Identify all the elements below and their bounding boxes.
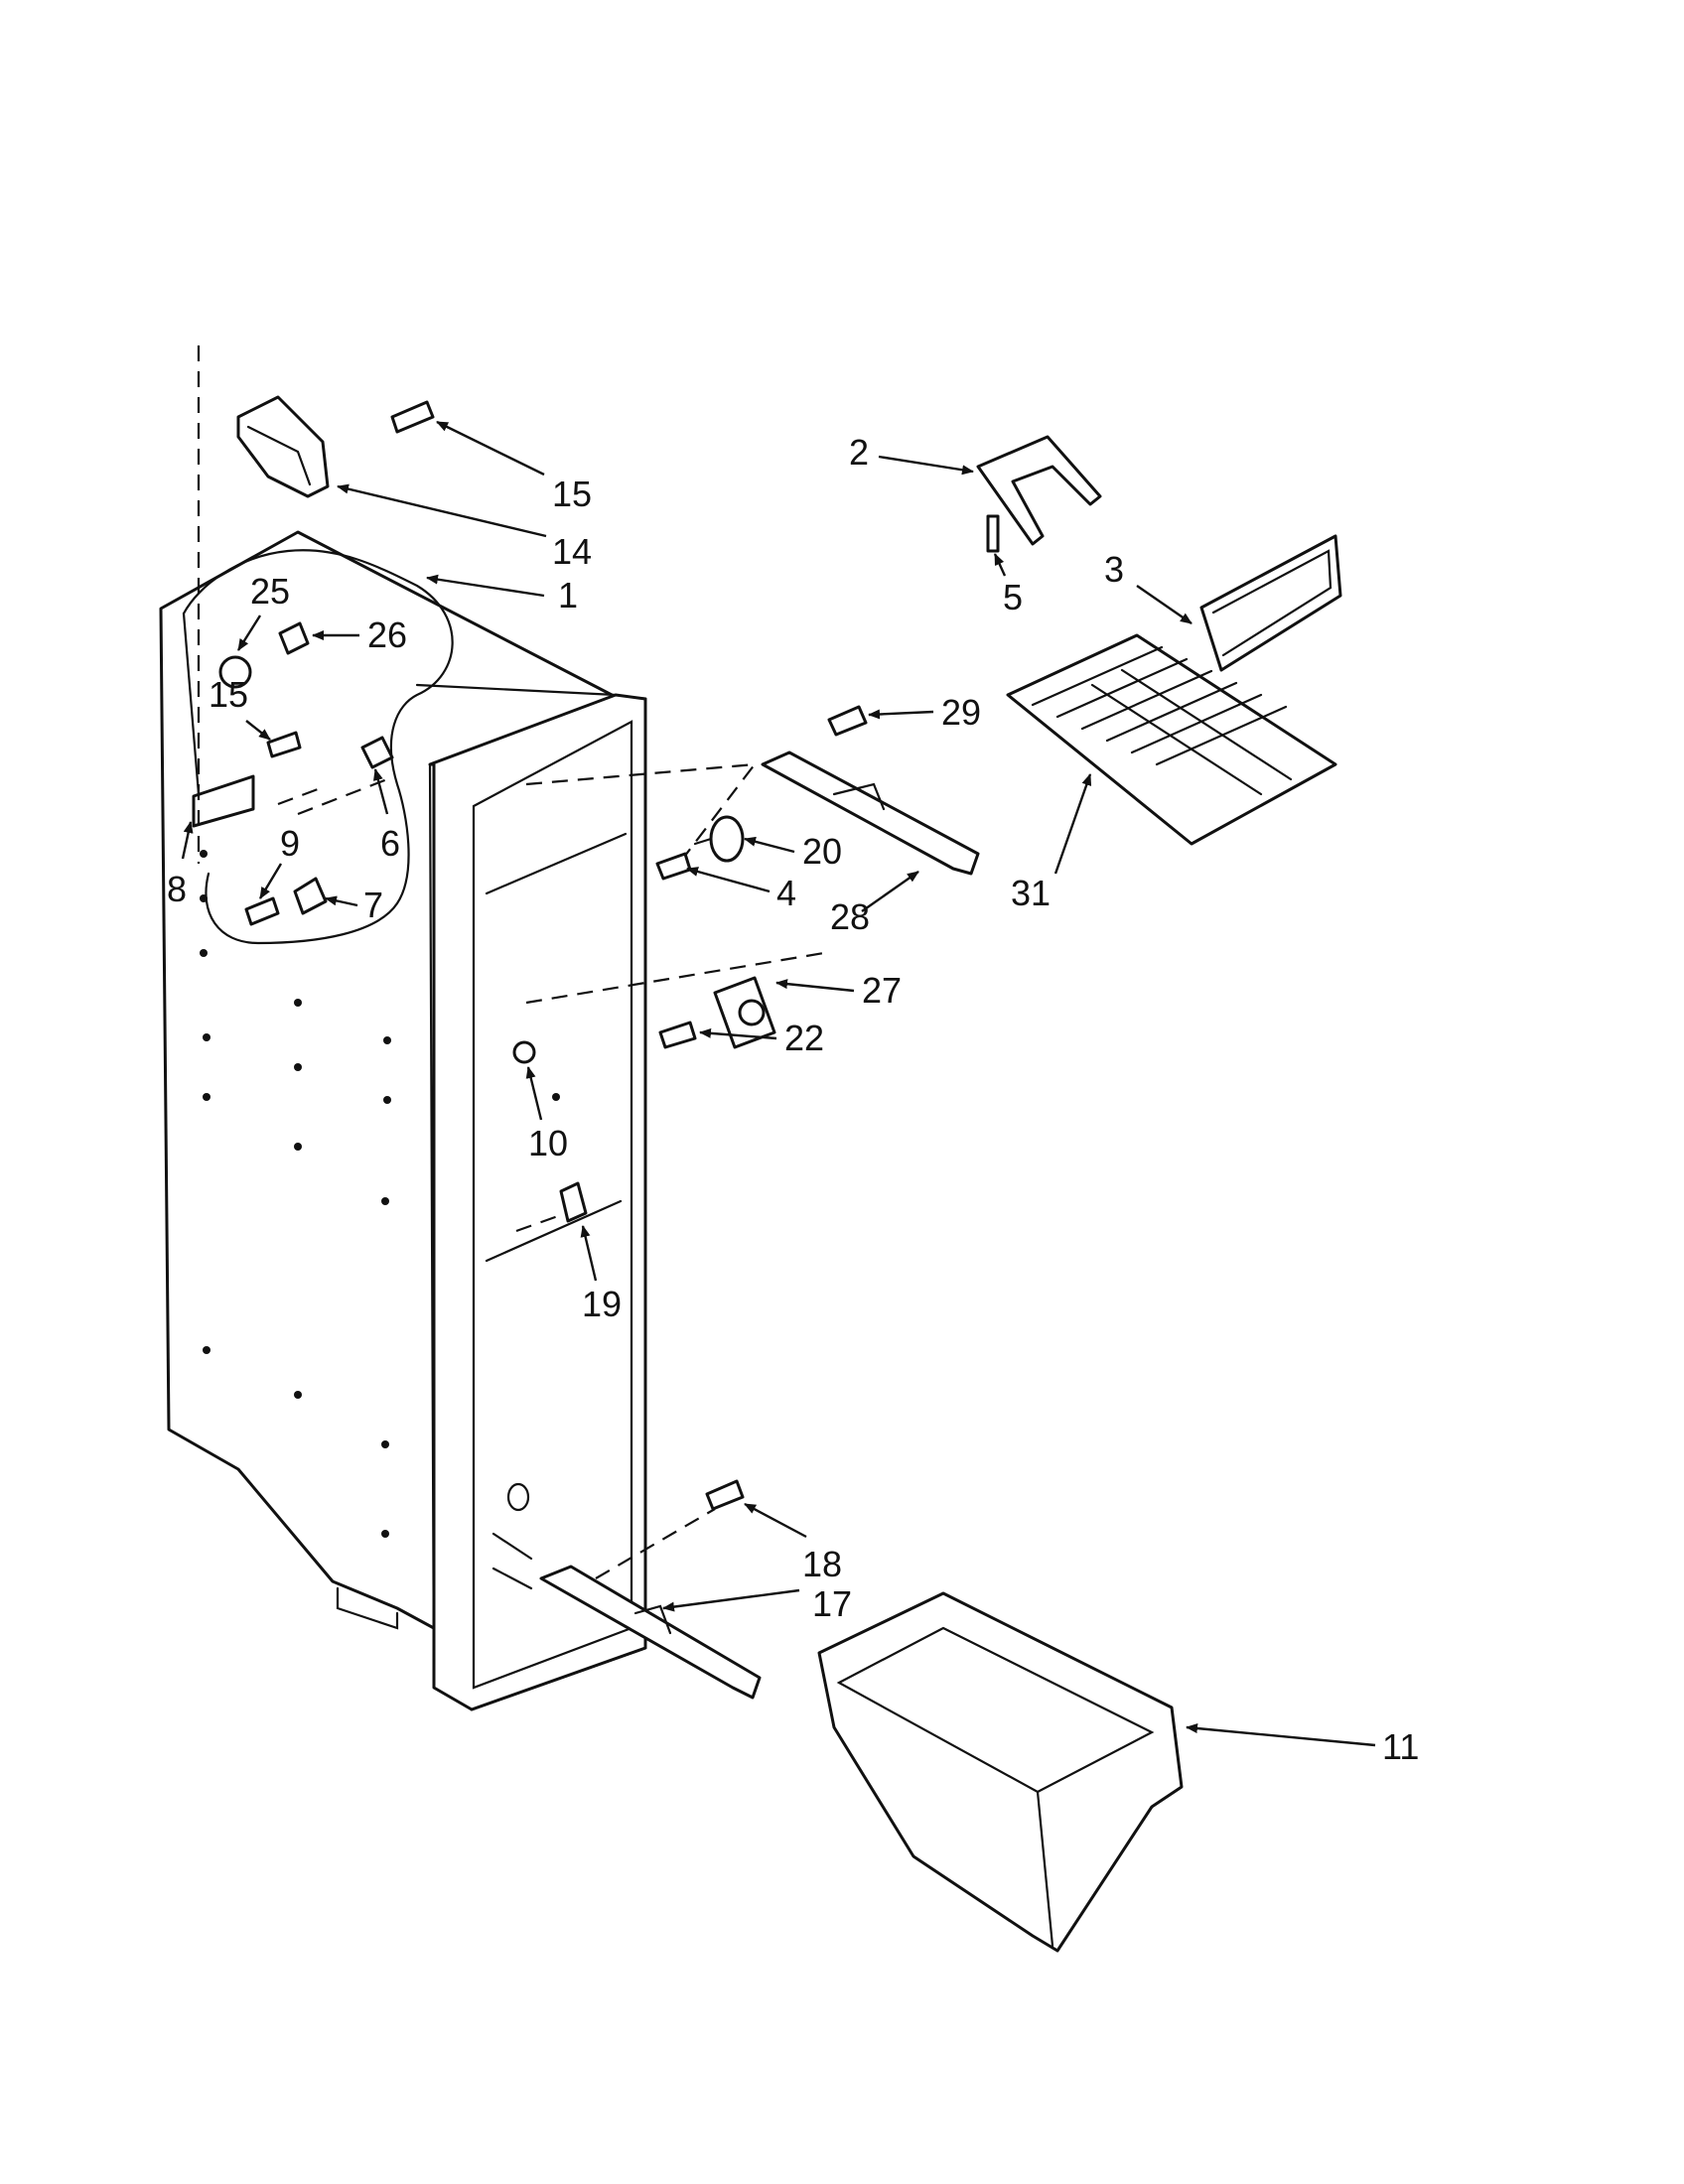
callout-8: 8 <box>167 869 187 909</box>
freezer-liner <box>159 530 647 1711</box>
light-socket <box>278 621 310 655</box>
shelf-front-panel <box>1199 534 1342 672</box>
wire-shelf <box>1006 633 1337 846</box>
ice-bin <box>817 1591 1184 1953</box>
callout-1: 1 <box>558 575 578 615</box>
callout-7: 7 <box>363 885 383 925</box>
lower-support-screw <box>705 1479 745 1511</box>
light-switch <box>360 736 394 769</box>
door-cam <box>693 815 745 863</box>
callout-17: 17 <box>812 1583 852 1624</box>
light-bulb <box>218 655 252 689</box>
hinge-screw <box>658 1021 697 1049</box>
callout-6: 6 <box>380 823 400 864</box>
callout-5: 5 <box>1003 577 1023 617</box>
callout-3: 3 <box>1104 549 1124 590</box>
callout-31: 31 <box>1011 873 1051 913</box>
shelf-support <box>761 751 980 876</box>
callout-28: 28 <box>830 896 870 937</box>
lower-shelf-support <box>539 1565 762 1700</box>
callout-19: 19 <box>582 1284 622 1324</box>
light-shield <box>192 774 255 828</box>
callout-15: 15 <box>552 474 592 514</box>
callout-14: 14 <box>552 531 592 572</box>
mounting-holes <box>200 850 560 1538</box>
screw-thermostat <box>244 896 280 926</box>
upper-door-bracket <box>976 435 1102 546</box>
cam-10 <box>512 1040 536 1064</box>
callout-10: 10 <box>528 1123 568 1163</box>
light-switch-19 <box>559 1181 588 1223</box>
screw-light <box>266 731 302 758</box>
callout-2: 2 <box>849 432 869 473</box>
callout-9: 9 <box>280 823 300 864</box>
shelf-support-screw <box>827 705 868 737</box>
callout-18: 18 <box>802 1544 842 1584</box>
top-hinge-bracket <box>236 395 330 498</box>
door-stop-screw <box>655 852 692 881</box>
callout-25: 25 <box>250 571 290 612</box>
callout-26: 26 <box>367 614 407 655</box>
callout-27: 27 <box>862 970 902 1011</box>
callout-4: 4 <box>776 873 796 913</box>
callout-11: 11 <box>1382 1726 1419 1767</box>
callout-15-light: 15 <box>209 674 248 715</box>
bracket-screw <box>986 514 1000 553</box>
callout-29: 29 <box>941 692 981 733</box>
callout-20: 20 <box>802 831 842 872</box>
screw-top <box>390 400 435 434</box>
callout-22: 22 <box>784 1018 824 1058</box>
center-hinge <box>713 976 776 1049</box>
